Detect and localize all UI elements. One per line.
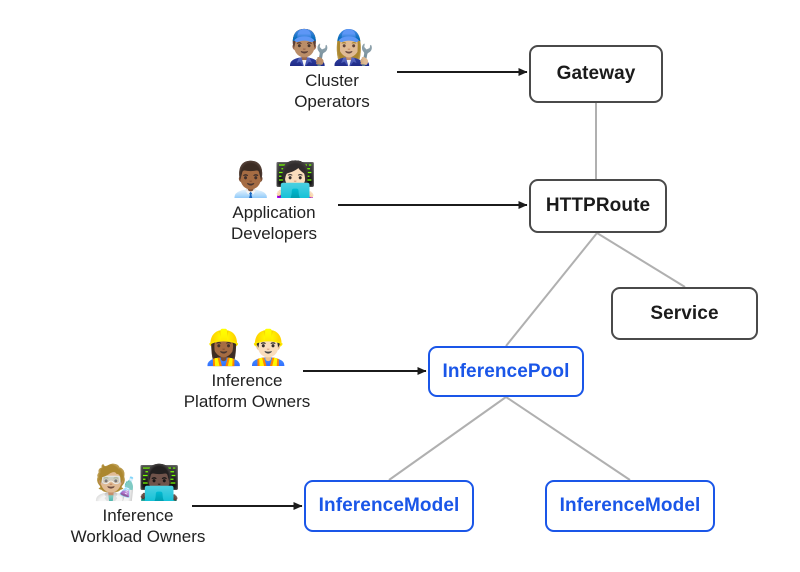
connector-httproute-to-service bbox=[596, 232, 686, 288]
node-label: Gateway bbox=[556, 63, 636, 84]
persona-label: Inference Workload Owners bbox=[70, 506, 206, 546]
persona-label: Cluster Operators bbox=[294, 71, 370, 111]
connector-inferencepool-to-inferencemodel-left bbox=[388, 396, 507, 481]
persona-avatar-icon: 👨🏾‍💼👩🏻‍💻 bbox=[229, 160, 319, 200]
node-label: HTTPRoute bbox=[545, 195, 651, 216]
connector-inferencepool-to-inferencemodel-right bbox=[505, 396, 631, 481]
node-inferencepool[interactable]: InferencePool bbox=[428, 346, 584, 397]
persona-arrow-lines bbox=[192, 68, 528, 510]
persona-avatar-icon: 👨🏽‍🔧👩🏼‍🔧 bbox=[287, 28, 377, 68]
node-service[interactable]: Service bbox=[611, 287, 758, 340]
persona-avatar-icon: 🧑🏼‍🔬👨🏿‍💻 bbox=[93, 463, 183, 503]
persona-label: Inference Platform Owners bbox=[183, 371, 311, 411]
persona-inference-platform-owners: 👷🏾‍♀️👷🏻‍♂️Inference Platform Owners bbox=[161, 328, 333, 412]
node-label: InferenceModel bbox=[318, 495, 460, 516]
persona-cluster-operators: 👨🏽‍🔧👩🏼‍🔧Cluster Operators bbox=[254, 28, 410, 112]
persona-avatar-icon: 👷🏾‍♀️👷🏻‍♂️ bbox=[202, 328, 292, 368]
node-httproute[interactable]: HTTPRoute bbox=[529, 179, 667, 233]
node-label: InferencePool bbox=[442, 360, 570, 382]
node-inferencemodel-right[interactable]: InferenceModel bbox=[545, 480, 715, 532]
node-gateway[interactable]: Gateway bbox=[529, 45, 663, 103]
persona-inference-workload-owners: 🧑🏼‍🔬👨🏿‍💻Inference Workload Owners bbox=[48, 463, 228, 547]
node-inferencemodel-left[interactable]: InferenceModel bbox=[304, 480, 474, 532]
node-label: Service bbox=[650, 302, 719, 324]
persona-application-developers: 👨🏾‍💼👩🏻‍💻Application Developers bbox=[196, 160, 352, 244]
persona-label: Application Developers bbox=[231, 203, 317, 243]
connector-httproute-to-inferencepool bbox=[505, 232, 598, 347]
node-label: InferenceModel bbox=[559, 495, 701, 516]
